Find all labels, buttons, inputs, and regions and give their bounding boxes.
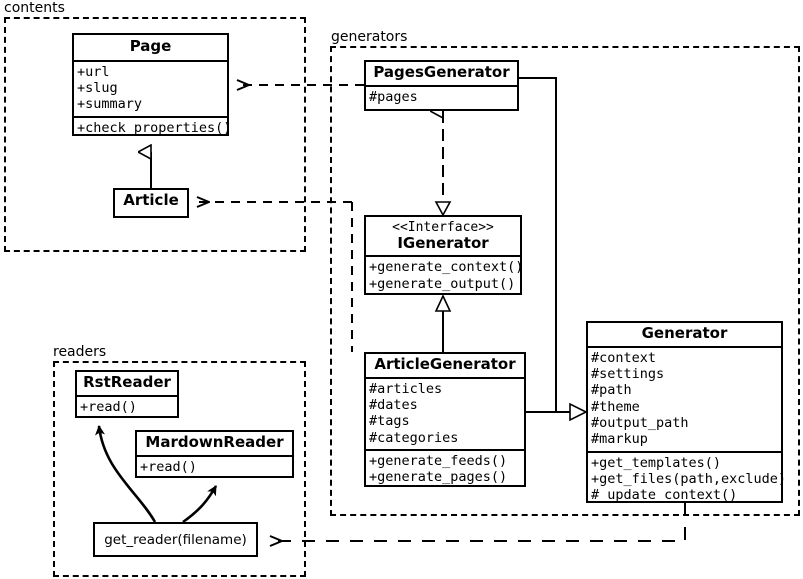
class-operations-igenerator: +generate_context() +generate_output() [366,257,524,295]
class-title-rst-reader: RstReader [77,372,177,397]
class-box-igenerator[interactable]: <<Interface>> IGenerator +generate_conte… [364,215,524,295]
attribute-row: #articles [369,380,443,397]
attribute-row: #categories [369,429,459,446]
class-attributes-page: +url +slug +summary [74,62,227,118]
class-title-article: Article [123,191,179,209]
package-label-contents: contents [4,0,65,16]
class-operations-mardown-reader: +read() [137,457,292,478]
class-operations-article-generator: +generate_feeds() +generate_pages() [366,451,524,489]
class-title-mardown-reader: MardownReader [137,432,292,457]
attribute-row: #output_path [591,414,689,431]
class-box-article-generator[interactable]: ArticleGenerator #articles #dates #tags … [364,352,526,487]
attribute-row: #markup [591,431,648,448]
operation-row: +generate_pages() [369,469,508,486]
class-box-pages-generator[interactable]: PagesGenerator #pages [364,60,519,111]
operation-row: +get_templates() [591,454,722,471]
function-box-get-reader[interactable]: get_reader(filename) [93,522,258,557]
class-title-article-generator: ArticleGenerator [366,354,524,379]
class-title-generator: Generator [588,323,781,348]
attribute-row: +slug [77,80,118,97]
operation-row: +generate_output() [369,275,516,292]
operation-row: #_update_context() [591,487,738,504]
class-operations-rst-reader: +read() [77,397,177,418]
package-frame-readers [53,361,306,577]
operation-row: +check_properties() [77,119,232,136]
class-box-page[interactable]: Page +url +slug +summary +check_properti… [72,33,232,139]
operation-row: +read() [80,398,137,415]
attribute-row: +url [77,63,110,80]
class-title-pages-generator: PagesGenerator [366,62,517,87]
class-title-page: Page [74,35,227,62]
operation-row: +read() [140,458,197,475]
class-attributes-generator: #context #settings #path #theme #output_… [588,348,781,453]
attribute-row: +summary [77,96,143,113]
package-label-generators: generators [331,29,408,45]
attribute-row: #settings [591,366,665,383]
class-box-rst-reader[interactable]: RstReader +read() [75,370,179,418]
class-operations-page: +check_properties() [74,118,232,139]
class-box-mardown-reader[interactable]: MardownReader +read() [135,430,294,478]
attribute-row: #context [591,349,657,366]
attribute-row: #pages [369,88,418,105]
class-box-generator[interactable]: Generator #context #settings #path #them… [586,321,786,503]
attribute-row: #tags [369,413,410,430]
attribute-row: #path [591,382,632,399]
class-box-article[interactable]: Article [113,188,189,218]
operation-row: +get_files(path,exclude) [591,470,787,487]
class-title-igenerator: <<Interface>> IGenerator [366,217,520,258]
operation-row: +generate_context() [369,259,524,276]
class-operations-generator: +get_templates() +get_files(path,exclude… [588,453,787,507]
attribute-row: #theme [591,398,640,415]
operation-row: +generate_feeds() [369,452,508,469]
class-attributes-pages-generator: #pages [366,87,517,108]
class-name-igenerator: IGenerator [397,233,489,252]
attribute-row: #dates [369,397,418,414]
class-attributes-article-generator: #articles #dates #tags #categories [366,379,524,451]
package-label-readers: readers [53,344,107,360]
function-label-get-reader: get_reader(filename) [104,531,247,548]
package-frame-contents [4,17,306,252]
